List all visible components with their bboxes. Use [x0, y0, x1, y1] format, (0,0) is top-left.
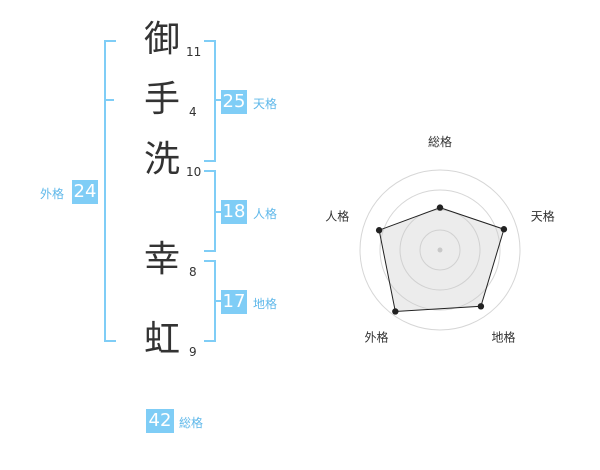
- jinkaku-label: 人格: [253, 207, 278, 221]
- radar-axis-label-3: 地格: [491, 329, 515, 344]
- radar-point-3: [477, 303, 485, 310]
- tenkaku-value: 25: [221, 90, 247, 114]
- radar-axis-label-1: 総格: [428, 134, 452, 149]
- stroke-count-4: 8: [189, 265, 197, 279]
- radar-axis-label-5: 人格: [325, 209, 349, 224]
- name-char-5: 虹: [143, 319, 180, 360]
- soukaku-value: 42: [146, 409, 174, 433]
- radar-polygon: [378, 207, 505, 313]
- radar-point-5: [375, 227, 383, 234]
- radar-point-1: [436, 204, 444, 211]
- gaikaku-bracket-tick: [104, 99, 114, 101]
- radar-ring-1: [419, 229, 461, 271]
- soukaku-label: 総格: [179, 416, 204, 430]
- chikaku-label: 地格: [253, 297, 278, 311]
- gaikaku-value: 24: [72, 180, 98, 204]
- gaikaku-label: 外格: [40, 187, 65, 201]
- stroke-count-5: 9: [189, 345, 197, 359]
- stroke-count-3: 10: [186, 165, 202, 179]
- stroke-count-2: 4: [189, 105, 197, 119]
- radar-ring-3: [379, 189, 501, 311]
- name-char-2: 手: [143, 79, 180, 120]
- radar-point-2: [500, 226, 508, 233]
- name-char-1: 御: [143, 19, 180, 60]
- chikaku-value: 17: [221, 290, 247, 314]
- name-char-4: 幸: [143, 239, 180, 280]
- radar-ring-4: [359, 169, 521, 331]
- gaikaku-bracket: [104, 40, 116, 342]
- tenkaku-bracket: [204, 40, 216, 162]
- radar-axis-label-4: 外格: [365, 329, 389, 344]
- tenkaku-bracket-tick: [214, 99, 222, 101]
- jinkaku-value: 18: [221, 200, 247, 224]
- stroke-count-1: 11: [186, 45, 202, 59]
- chikaku-bracket-tick: [214, 300, 222, 302]
- radar-point-4: [392, 308, 399, 315]
- radar-center-dot: [437, 247, 443, 253]
- radar-axis-label-2: 天格: [531, 209, 555, 224]
- tenkaku-label: 天格: [253, 97, 278, 111]
- jinkaku-bracket-tick: [214, 211, 222, 213]
- name-char-3: 洗: [143, 139, 180, 180]
